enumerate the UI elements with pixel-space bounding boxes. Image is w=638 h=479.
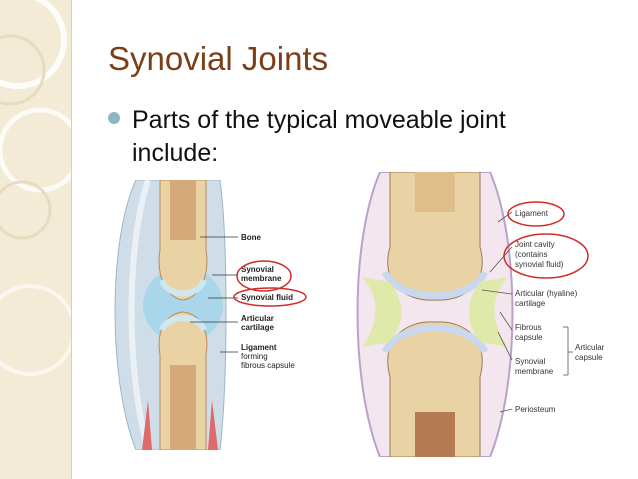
label-articular-cartilage-2: cartilage <box>241 323 274 332</box>
slide-title: Synovial Joints <box>108 40 329 77</box>
label-synovial-membrane-2: membrane <box>241 274 282 283</box>
left-joint-diagram: Bone Synovial membrane Synovial fluid Ar… <box>114 180 307 450</box>
label-articular-capsule-1: Articular <box>575 343 605 352</box>
label-synovial-membrane-2-right: membrane <box>515 367 554 376</box>
bullet-dot-icon <box>108 112 120 124</box>
highlight-circle-synovial-membrane <box>236 260 292 292</box>
label-articular-hyaline-2: cartilage <box>515 299 546 308</box>
label-synovial-fluid: Synovial fluid <box>241 293 293 302</box>
side-divider <box>71 0 72 479</box>
highlight-circle-ligament <box>507 201 565 227</box>
label-articular-capsule-2: capsule <box>575 353 603 362</box>
decorative-side-band <box>0 0 71 479</box>
decorative-swirls <box>0 0 71 376</box>
label-synovial-membrane-1-right: Synovial <box>515 357 545 366</box>
label-joint-cavity-3: synovial fluid) <box>515 260 564 269</box>
label-joint-cavity-2: (contains <box>515 250 547 259</box>
label-ligament-1: Ligament <box>241 343 277 352</box>
bullet-text: Parts of the typical moveable joint incl… <box>132 106 506 167</box>
label-ligament-3: fibrous capsule <box>241 361 295 370</box>
label-ligament-2: forming <box>241 352 268 361</box>
label-fibrous-capsule-1: Fibrous <box>515 323 542 332</box>
label-ligament: Ligament <box>515 209 549 218</box>
label-articular-hyaline-1: Articular (hyaline) <box>515 289 578 298</box>
label-periosteum: Periosteum <box>515 405 556 414</box>
label-synovial-membrane-1: Synovial <box>241 265 274 274</box>
label-articular-cartilage-1: Articular <box>241 314 274 323</box>
label-joint-cavity-1: Joint cavity <box>515 240 555 249</box>
highlight-circle-joint-cavity <box>503 233 589 279</box>
highlight-circle-synovial-fluid <box>233 287 307 307</box>
label-bone: Bone <box>241 233 262 242</box>
right-joint-diagram: Ligament Joint cavity (contains synovial… <box>356 172 605 457</box>
label-fibrous-capsule-2: capsule <box>515 333 543 342</box>
